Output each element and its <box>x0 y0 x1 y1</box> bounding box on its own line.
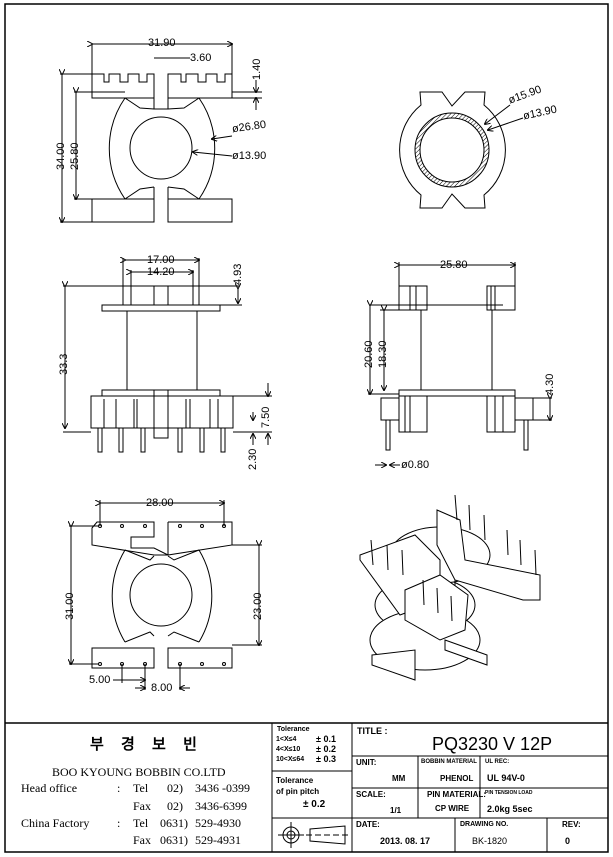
pin-material-label: PIN MATERIAL: <box>427 790 486 799</box>
title-block <box>5 722 608 852</box>
contact-area-code: 02) <box>167 781 183 795</box>
contact-office-label: Head office <box>21 781 78 795</box>
dim-top-inner-dia: ø13.90 <box>232 150 267 162</box>
contact-type: Tel <box>133 816 149 830</box>
drawing-no-label: DRAWING NO. <box>460 821 509 828</box>
drawing-no-value: BK-1820 <box>472 836 508 846</box>
scale-label: SCALE: <box>356 790 386 799</box>
tolerance-value: ± 0.1 <box>316 734 336 744</box>
side-view <box>368 262 552 465</box>
dim-front-base-height: 7.50 <box>260 406 272 428</box>
contact-number: 529-4931 <box>195 833 241 847</box>
company-english-name: BOO KYOUNG BOBBIN CO.LTD <box>52 765 226 779</box>
contact-number: 529-4930 <box>195 816 241 830</box>
unit-label: UNIT: <box>356 758 377 767</box>
contact-area-code: 0631) <box>160 816 188 830</box>
dim-top-height: 34.00 <box>55 142 67 170</box>
dim-bottom-inner: 23.00 <box>252 592 264 620</box>
contact-type: Fax <box>133 833 151 847</box>
dim-top-flange: 1.40 <box>251 58 263 80</box>
top-view <box>60 44 262 222</box>
dim-top-width: 31.90 <box>148 37 176 49</box>
contact-area-code: 02) <box>167 799 183 813</box>
dim-bottom-pitch-b: 8.00 <box>151 682 173 694</box>
date-label: DATE: <box>356 820 380 829</box>
dim-front-pin-length: 2.30 <box>247 448 259 470</box>
pin-pitch-heading: Tolerance <box>276 776 314 785</box>
drawing-title: PQ3230 V 12P <box>432 734 553 754</box>
isometric-view <box>359 494 541 681</box>
dim-side-outer: 20.60 <box>363 340 375 368</box>
dim-front-top-height: 4.93 <box>232 263 244 285</box>
tolerance-range: 1<X≤4 <box>276 736 297 743</box>
dim-bottom-height: 31.00 <box>64 592 76 620</box>
bottom-view <box>69 500 262 690</box>
dim-side-inner: 18.30 <box>377 340 389 368</box>
contact-separator: : <box>117 781 121 795</box>
rev-value: 0 <box>565 836 571 846</box>
contact-type: Tel <box>133 781 149 795</box>
dim-front-top-width: 17.00 <box>147 254 175 266</box>
pin-pitch-value: ± 0.2 <box>303 799 326 810</box>
pin-material-value: CP WIRE <box>435 804 470 813</box>
ul-rec-label: UL REC: <box>485 759 510 765</box>
dim-top-slot: 3.60 <box>190 52 212 64</box>
tolerance-value: ± 0.2 <box>316 744 336 754</box>
contact-number: 3436-6399 <box>195 799 247 813</box>
ul-rec-value: UL 94V-0 <box>487 773 525 783</box>
bobbin-material-value: PHENOL <box>440 774 474 783</box>
front-view <box>63 258 272 453</box>
section-view <box>399 91 524 209</box>
contact-type: Fax <box>133 799 151 813</box>
sheet-border <box>4 3 609 853</box>
dim-side-width: 25.80 <box>440 259 468 271</box>
company-korean-name: 부 경 보 빈 <box>90 735 203 753</box>
tolerance-range: 10<X≤64 <box>276 756 305 763</box>
dim-side-pin-dia: ø0.80 <box>401 459 430 471</box>
rev-label: REV: <box>562 820 581 829</box>
contact-separator: : <box>117 816 121 830</box>
tolerance-heading: Tolerance <box>277 726 310 733</box>
tolerance-value: ± 0.3 <box>316 754 336 764</box>
scale-value: 1/1 <box>390 806 402 815</box>
contact-office-label: China Factory <box>21 816 90 830</box>
tolerance-range: 4<X≤10 <box>276 746 301 753</box>
unit-value: MM <box>392 774 406 783</box>
bobbin-material-label: BOBBIN MATERIAL <box>421 759 477 765</box>
dim-side-pin-offset: 4.30 <box>544 373 556 395</box>
dim-bottom-pin-span: 28.00 <box>146 497 174 509</box>
dim-front-total-height: 33.3 <box>58 353 70 375</box>
dim-top-inner-height: 25.80 <box>69 142 81 170</box>
title-label: TITLE : <box>357 726 388 736</box>
date-value: 2013. 08. 17 <box>380 836 431 846</box>
pin-tension-label: PIN TENSION LOAD <box>485 790 533 796</box>
contact-area-code: 0631) <box>160 833 188 847</box>
pin-tension-value: 2.0kg 5sec <box>487 804 533 814</box>
dim-front-inner-width: 14.20 <box>147 266 175 278</box>
contact-number: 3436 -0399 <box>195 781 250 795</box>
pin-pitch-heading-2: of pin pitch <box>276 787 320 796</box>
dim-bottom-pitch-a: 5.00 <box>89 674 111 686</box>
